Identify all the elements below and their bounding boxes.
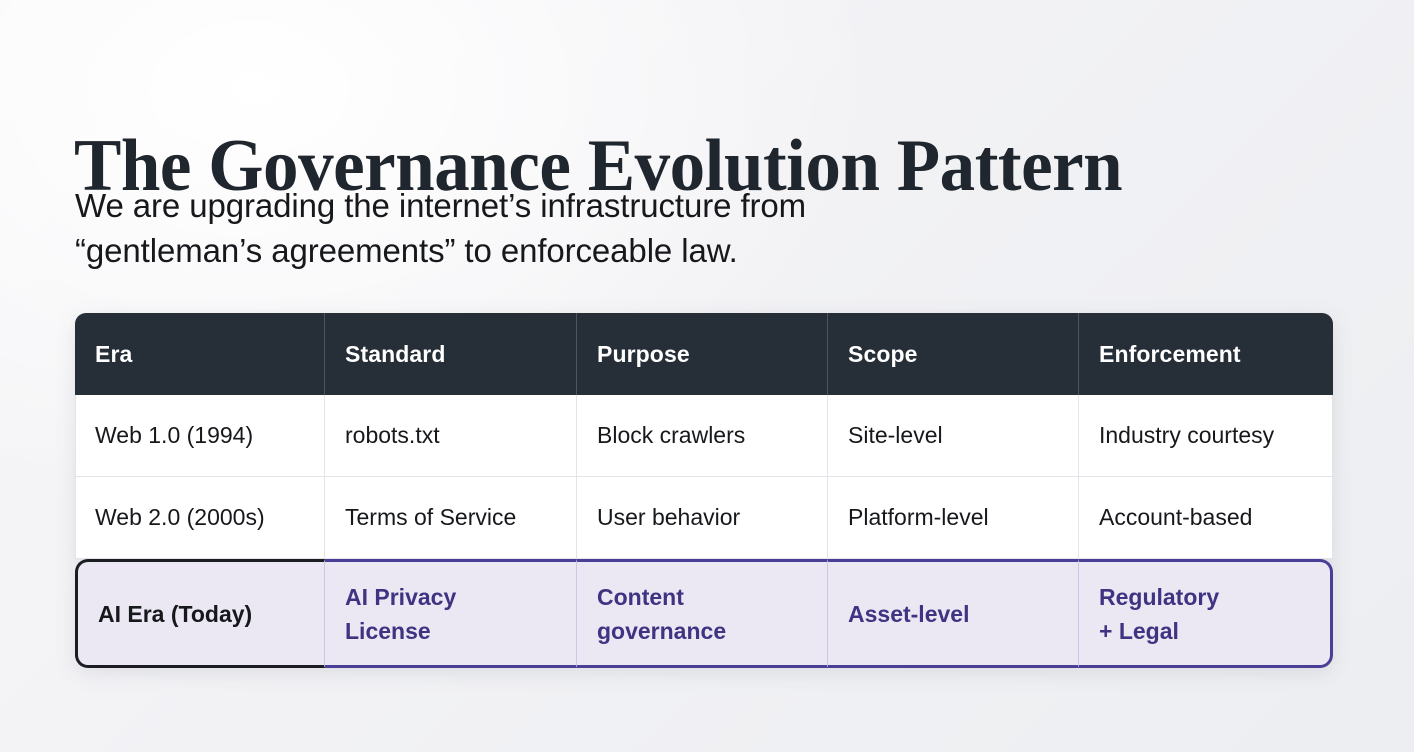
column-header-enforcement: Enforcement <box>1079 313 1333 395</box>
governance-table: Era Standard Purpose Scope Enforcement W… <box>75 313 1333 668</box>
subtitle-line-2: “gentleman’s agreements” to enforceable … <box>75 232 738 269</box>
cell-scope: Site-level <box>828 395 1079 477</box>
cell-scope: Asset-level <box>828 559 1079 668</box>
cell-enforcement: Account-based <box>1079 477 1333 559</box>
cell-standard: Terms of Service <box>325 477 577 559</box>
cell-purpose: Content governance <box>577 559 828 668</box>
column-header-standard: Standard <box>325 313 577 395</box>
table-row: Web 1.0 (1994) robots.txt Block crawlers… <box>75 395 1333 477</box>
column-header-purpose: Purpose <box>577 313 828 395</box>
subtitle-line-1: We are upgrading the internet’s infrastr… <box>75 187 807 224</box>
table-row: Web 2.0 (2000s) Terms of Service User be… <box>75 477 1333 559</box>
cell-standard: robots.txt <box>325 395 577 477</box>
table-body: Web 1.0 (1994) robots.txt Block crawlers… <box>75 395 1333 668</box>
cell-era: Web 1.0 (1994) <box>75 395 325 477</box>
column-header-scope: Scope <box>828 313 1079 395</box>
cell-enforcement: Regulatory + Legal <box>1079 559 1333 668</box>
table-header: Era Standard Purpose Scope Enforcement <box>75 313 1333 395</box>
cell-standard: AI Privacy License <box>325 559 577 668</box>
table-header-row: Era Standard Purpose Scope Enforcement <box>75 313 1333 395</box>
column-header-era: Era <box>75 313 325 395</box>
cell-era: Web 2.0 (2000s) <box>75 477 325 559</box>
governance-table-container: Era Standard Purpose Scope Enforcement W… <box>75 313 1333 668</box>
cell-era: AI Era (Today) <box>75 559 325 668</box>
cell-purpose: User behavior <box>577 477 828 559</box>
table-row-highlighted: AI Era (Today) AI Privacy License Conten… <box>75 559 1333 668</box>
cell-purpose: Block crawlers <box>577 395 828 477</box>
page-subtitle: We are upgrading the internet’s infrastr… <box>75 183 1075 273</box>
cell-scope: Platform-level <box>828 477 1079 559</box>
cell-enforcement: Industry courtesy <box>1079 395 1333 477</box>
page-title: The Governance Evolution Pattern <box>74 124 1123 207</box>
